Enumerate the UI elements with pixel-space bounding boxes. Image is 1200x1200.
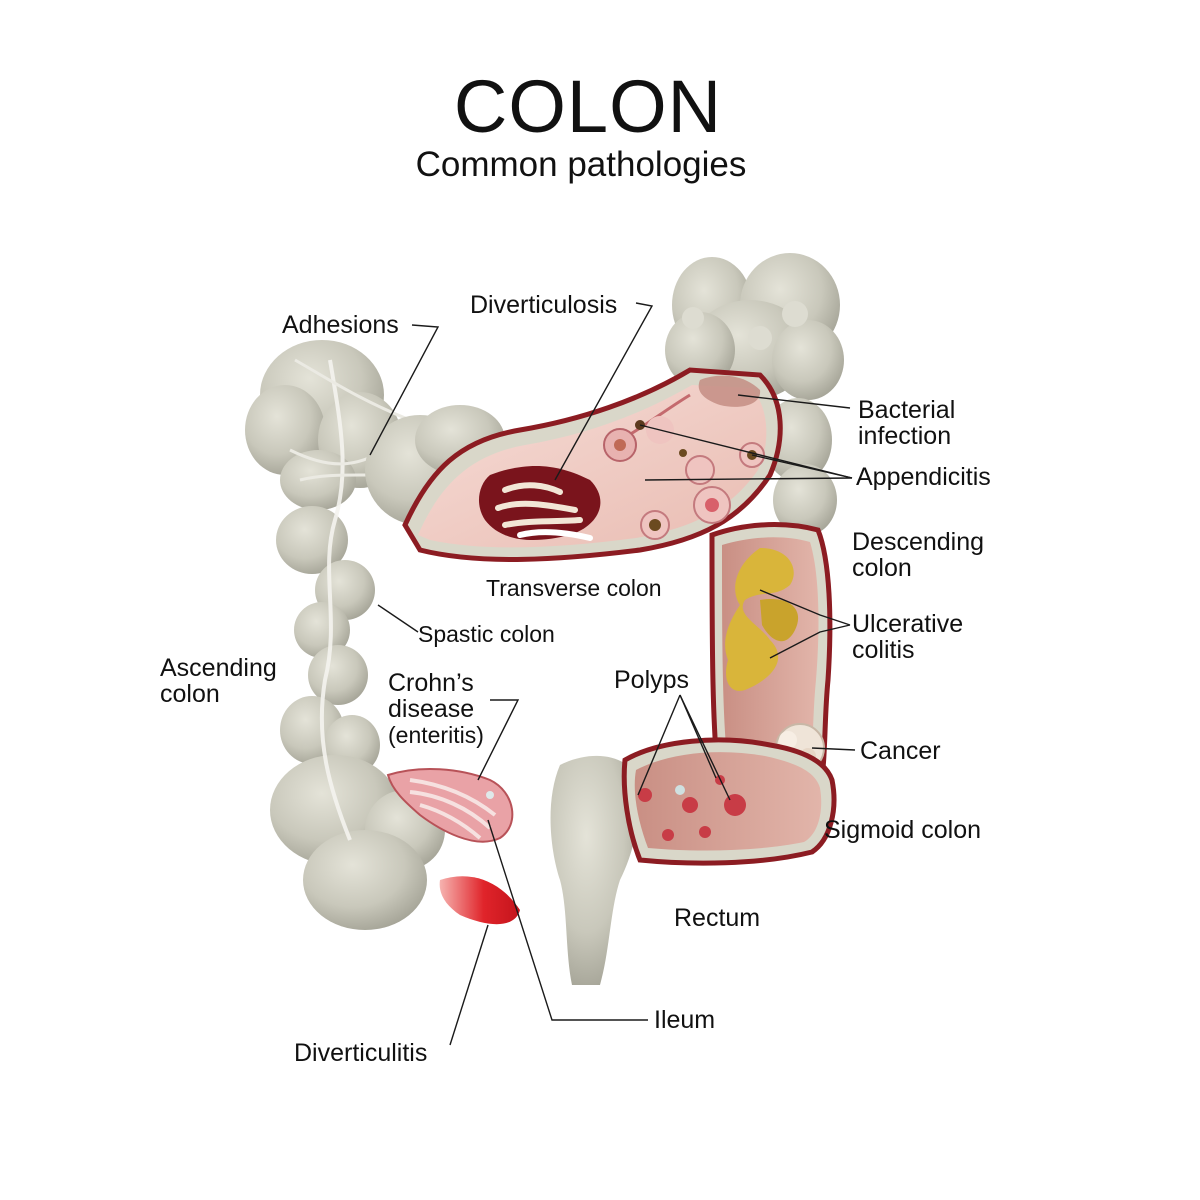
leader-diverticulosis <box>554 302 654 481</box>
label-cancer: Cancer <box>860 737 941 765</box>
label-ulcerative-colitis: Ulcerative colitis <box>852 611 963 663</box>
label-sigmoid-colon: Sigmoid colon <box>824 816 982 844</box>
leader-ulcerative-colitis-2 <box>769 624 851 659</box>
label-ileum: Ileum <box>654 1006 716 1034</box>
leader-polyps-3 <box>679 694 731 801</box>
appendix <box>439 876 520 925</box>
label-bacterial-infection: Bacterial infection <box>858 397 955 449</box>
polyp <box>724 794 746 816</box>
label-bacterial-infection-line1: Bacterial <box>858 396 956 424</box>
ascending-colon-haustrum <box>308 645 368 705</box>
leader-ulcerative-colitis <box>759 589 851 626</box>
label-adhesions: Adhesions <box>282 311 399 339</box>
leader-cancer <box>811 747 856 751</box>
label-diverticulitis: Diverticulitis <box>294 1039 428 1067</box>
label-spastic-colon: Spastic colon <box>418 621 555 647</box>
polyp <box>638 788 652 802</box>
label-rectum: Rectum <box>674 904 761 932</box>
label-ulcerative-colitis-line1: Ulcerative <box>852 610 964 638</box>
leader-spastic-colon <box>377 604 419 633</box>
label-ulcerative-colitis-line2: colitis <box>852 636 915 664</box>
leader-bacterial-infection <box>737 394 851 409</box>
label-crohns-disease: Crohn’s disease (enteritis) <box>388 670 484 748</box>
diagram-subtitle: Common pathologies <box>415 145 747 184</box>
crohns-lesions <box>409 778 497 840</box>
diverticulitis-appendix <box>439 876 520 925</box>
label-descending-colon-line2: colon <box>852 554 912 582</box>
label-ascending-colon: Ascending colon <box>160 655 277 707</box>
label-descending-colon-line1: Descending <box>852 528 985 556</box>
rectum <box>550 755 640 985</box>
taenia-band <box>319 359 352 841</box>
label-ascending-colon-line1: Ascending <box>160 654 277 682</box>
ileum <box>386 768 514 843</box>
ileum-tube <box>386 768 514 843</box>
label-ascending-colon-line2: colon <box>160 680 220 708</box>
sigmoid-colon-cutaway <box>550 737 837 985</box>
polyp <box>662 829 674 841</box>
label-polyps: Polyps <box>614 666 690 694</box>
leader-adhesions <box>369 324 440 456</box>
transverse-colon-cutaway <box>402 367 783 562</box>
label-descending-colon: Descending colon <box>852 529 984 581</box>
leader-diverticulitis <box>449 924 489 1046</box>
leader-polyps-1 <box>637 694 681 796</box>
ascending-colon <box>245 340 445 930</box>
leader-lines <box>369 302 856 1046</box>
leader-ileum <box>487 819 648 1021</box>
label-crohns-line3: (enteritis) <box>388 722 484 748</box>
diagram-title: COLON <box>453 65 723 148</box>
leader-crohns <box>477 699 520 781</box>
polyp <box>682 797 698 813</box>
label-transverse-colon: Transverse colon <box>486 575 662 601</box>
label-bacterial-infection-line2: infection <box>858 422 952 450</box>
label-crohns-line2: disease <box>388 695 475 723</box>
ascending-colon-haustrum <box>294 602 350 658</box>
ascending-colon-haustrum <box>280 450 356 510</box>
bacterial-infection-area <box>698 375 761 407</box>
leader-appendicitis-2 <box>751 454 853 479</box>
cecum <box>303 830 427 930</box>
label-diverticulosis: Diverticulosis <box>470 291 618 319</box>
label-appendicitis: Appendicitis <box>856 463 991 491</box>
polyp <box>699 826 711 838</box>
leader-transverse-colon <box>644 477 853 481</box>
diverticulum <box>685 455 715 485</box>
label-crohns-line1: Crohn’s <box>388 669 474 697</box>
